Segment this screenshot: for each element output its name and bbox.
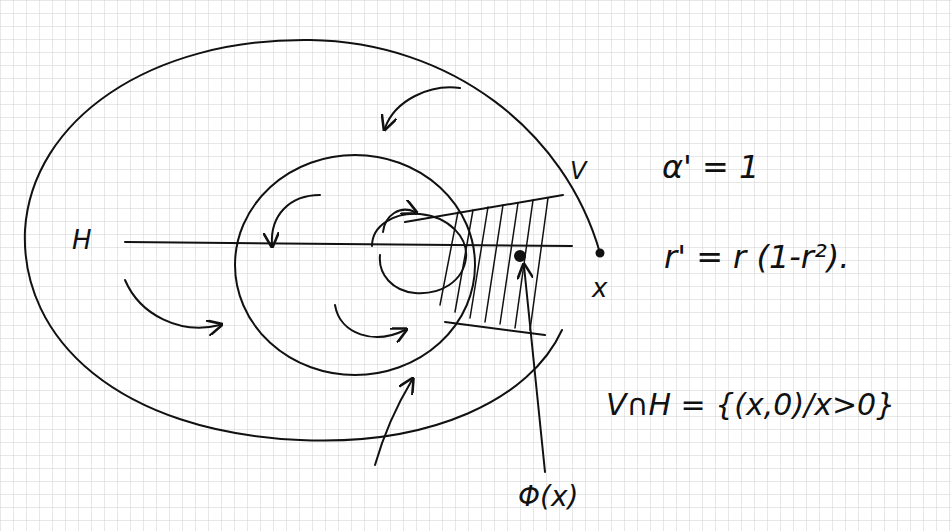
equation: α' = 1 xyxy=(662,150,759,185)
region-label: V xyxy=(570,158,586,184)
axis-label: H xyxy=(72,226,92,255)
leader-line xyxy=(524,266,545,472)
map-label: Φ(x) xyxy=(518,482,578,513)
equation: r' = r (1-r²). xyxy=(664,240,849,275)
region-border xyxy=(405,195,563,222)
half-line xyxy=(125,242,572,246)
point-label: x xyxy=(592,274,607,303)
set-definition: V∩H = {(x,0)/x>0} xyxy=(606,388,895,421)
limit-cycle xyxy=(235,155,475,375)
inner-spiral xyxy=(372,214,466,293)
outer-trajectory xyxy=(25,40,600,441)
start-point xyxy=(597,250,604,257)
return-point xyxy=(515,251,525,261)
